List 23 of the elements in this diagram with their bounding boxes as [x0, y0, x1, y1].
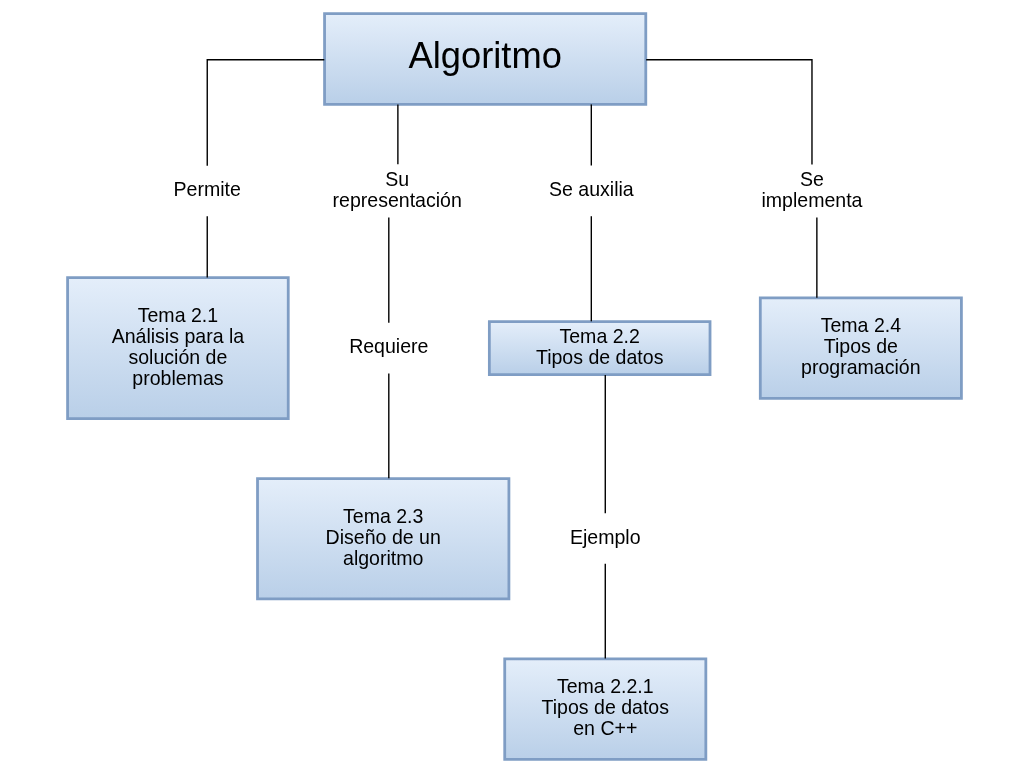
node-text: Su representación	[332, 167, 462, 211]
node-box: Tema 2.2 Tipos de datos	[487, 320, 711, 377]
node-box: Tema 2.2.1 Tipos de datos en C++	[502, 657, 707, 761]
connector	[604, 374, 606, 514]
node-text: Se implementa	[760, 167, 862, 211]
connector	[387, 372, 389, 480]
connector	[590, 215, 592, 323]
connector	[206, 215, 208, 279]
node-text: Ejemplo	[569, 525, 641, 548]
connector	[590, 103, 592, 167]
node-text: Se auxilia	[548, 178, 634, 201]
connector	[815, 216, 818, 299]
connector	[387, 216, 389, 324]
node-box: Tema 2.3 Diseño de un algoritmo	[255, 477, 510, 601]
node-box: Algoritmo	[322, 12, 647, 106]
node-text: Permite	[173, 178, 241, 201]
connector	[645, 59, 813, 166]
connector	[206, 59, 325, 167]
connector	[396, 103, 399, 166]
node-box: Tema 2.1 Análisis para la solución de problemas	[65, 276, 290, 420]
node-box: Tema 2.4 Tipos de programación	[758, 296, 963, 400]
connector	[604, 563, 606, 660]
node-text: Requiere	[348, 335, 428, 358]
